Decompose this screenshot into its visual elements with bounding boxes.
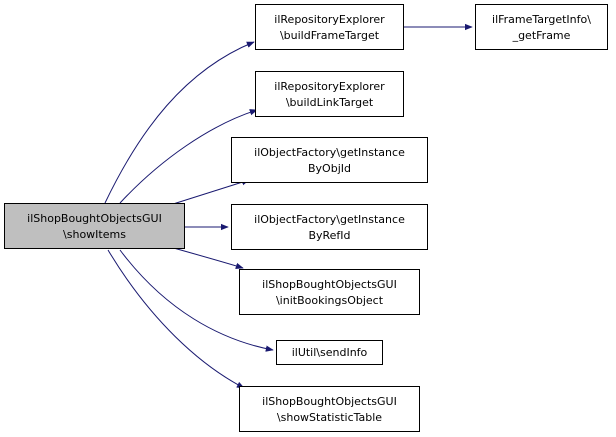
node-box <box>255 4 404 50</box>
node-box <box>475 4 608 50</box>
node-repo-build-frame[interactable]: ilRepositoryExplorer \buildFrameTarget <box>255 4 404 50</box>
node-label-line: ilObjectFactory\getInstance <box>254 146 405 159</box>
node-label-line: ilShopBoughtObjectsGUI <box>27 212 162 225</box>
node-factory-by-refid[interactable]: ilObjectFactory\getInstance ByRefId <box>231 204 428 250</box>
edge-root-to-send-info <box>119 249 274 352</box>
node-label-line: ilRepositoryExplorer <box>274 13 385 26</box>
node-label-line: \buildFrameTarget <box>280 29 380 42</box>
node-shop-show-stats[interactable]: ilShopBoughtObjectsGUI \showStatisticTab… <box>239 386 420 432</box>
edge-root-to-show-stats <box>107 249 245 389</box>
node-label-line: ByObjId <box>308 162 351 175</box>
edge-root-to-build-frame <box>104 41 255 204</box>
node-label-line: ilObjectFactory\getInstance <box>254 213 405 226</box>
node-box <box>4 203 185 249</box>
node-label-line: ByRefId <box>308 229 350 242</box>
node-label-line: ilRepositoryExplorer <box>274 80 385 93</box>
edge-root-to-build-link <box>119 109 258 204</box>
node-label-line: ilShopBoughtObjectsGUI <box>262 395 397 408</box>
edge-root-to-factory-objid <box>169 179 250 206</box>
node-shop-init-bookings[interactable]: ilShopBoughtObjectsGUI \initBookingsObje… <box>239 269 420 315</box>
node-label-line: _getFrame <box>512 29 571 42</box>
node-root[interactable]: ilShopBoughtObjectsGUI \showItems <box>4 203 185 249</box>
node-repo-build-link[interactable]: ilRepositoryExplorer \buildLinkTarget <box>255 71 404 117</box>
node-label-line: ilShopBoughtObjectsGUI <box>262 278 397 291</box>
node-box <box>239 386 420 432</box>
node-label-line: ilUtil\sendInfo <box>292 346 368 359</box>
node-label-line: \showStatisticTable <box>277 411 382 424</box>
edge-root-to-init-bookings <box>169 246 244 269</box>
node-box <box>276 340 383 365</box>
node-label-line: \buildLinkTarget <box>286 96 374 109</box>
node-util-send-info[interactable]: ilUtil\sendInfo <box>276 340 383 365</box>
node-label-line: ilFrameTargetInfo\ <box>492 13 591 26</box>
node-box <box>239 269 420 315</box>
node-frame-get-frame[interactable]: ilFrameTargetInfo\ _getFrame <box>475 4 608 50</box>
node-label-line: \showItems <box>63 228 126 241</box>
node-box <box>231 204 428 250</box>
node-box <box>255 71 404 117</box>
node-label-line: \initBookingsObject <box>276 294 384 307</box>
node-box <box>231 137 428 183</box>
node-factory-by-objid[interactable]: ilObjectFactory\getInstance ByObjId <box>231 137 428 183</box>
